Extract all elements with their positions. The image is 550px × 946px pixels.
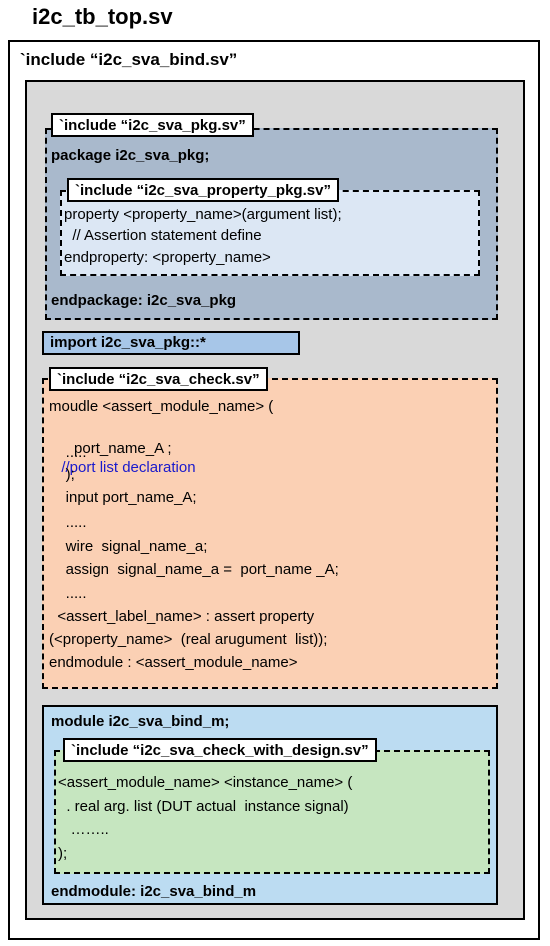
file-title: i2c_tb_top.sv [32, 4, 173, 29]
check-line-4: ); [49, 466, 75, 483]
check-include-tag: `include “i2c_sva_check.sv” [49, 367, 268, 391]
check-line-8: assign signal_name_a = port_name _A; [49, 561, 339, 578]
check-line-6: ..... [49, 514, 87, 531]
check-line-5: input port_name_A; [49, 489, 197, 506]
check-line-12: endmodule : <assert_module_name> [49, 654, 298, 671]
check-line-11: (<property_name> (real arugument list)); [49, 631, 328, 648]
port-list-comment: //port list declaration [61, 459, 196, 476]
design-check-block [54, 750, 490, 874]
check-line-2: port_name_A ; //port list declaration [49, 420, 196, 477]
check-line-9: ..... [49, 585, 87, 602]
package-open: package i2c_sva_pkg; [51, 147, 210, 164]
property-pkg-include-tag: `include “i2c_sva_property_pkg.sv” [67, 178, 339, 202]
bind-module-open: module i2c_sva_bind_m; [51, 713, 230, 730]
import-statement: import i2c_sva_pkg::* [42, 331, 300, 355]
property-line-3: endproperty: <property_name> [64, 249, 271, 266]
design-line-3: …….. [58, 821, 109, 838]
check-line-3: ..... [49, 444, 87, 461]
design-include-tag: `include “i2c_sva_check_with_design.sv” [63, 738, 377, 762]
design-line-4: ); [58, 845, 68, 862]
check-line-2-text: port_name_A ; [57, 440, 172, 457]
check-line-1: moudle <assert_module_name> ( [49, 398, 274, 415]
property-line-2: // Assertion statement define [64, 227, 262, 244]
check-block [42, 378, 498, 689]
property-line-1: property <property_name>(argument list); [64, 206, 342, 223]
design-line-1: <assert_module_name> <instance_name> ( [58, 774, 353, 791]
design-line-2: . real arg. list (DUT actual instance si… [58, 798, 349, 815]
package-close: endpackage: i2c_sva_pkg [51, 292, 237, 309]
bind-module-close: endmodule: i2c_sva_bind_m [51, 883, 257, 900]
check-line-7: wire signal_name_a; [49, 538, 208, 555]
property-pkg-block [60, 190, 480, 276]
check-line-10: <assert_label_name> : assert property [49, 608, 315, 625]
bind-include-label: `include “i2c_sva_bind.sv” [20, 50, 238, 69]
pkg-include-tag: `include “i2c_sva_pkg.sv” [51, 113, 254, 137]
